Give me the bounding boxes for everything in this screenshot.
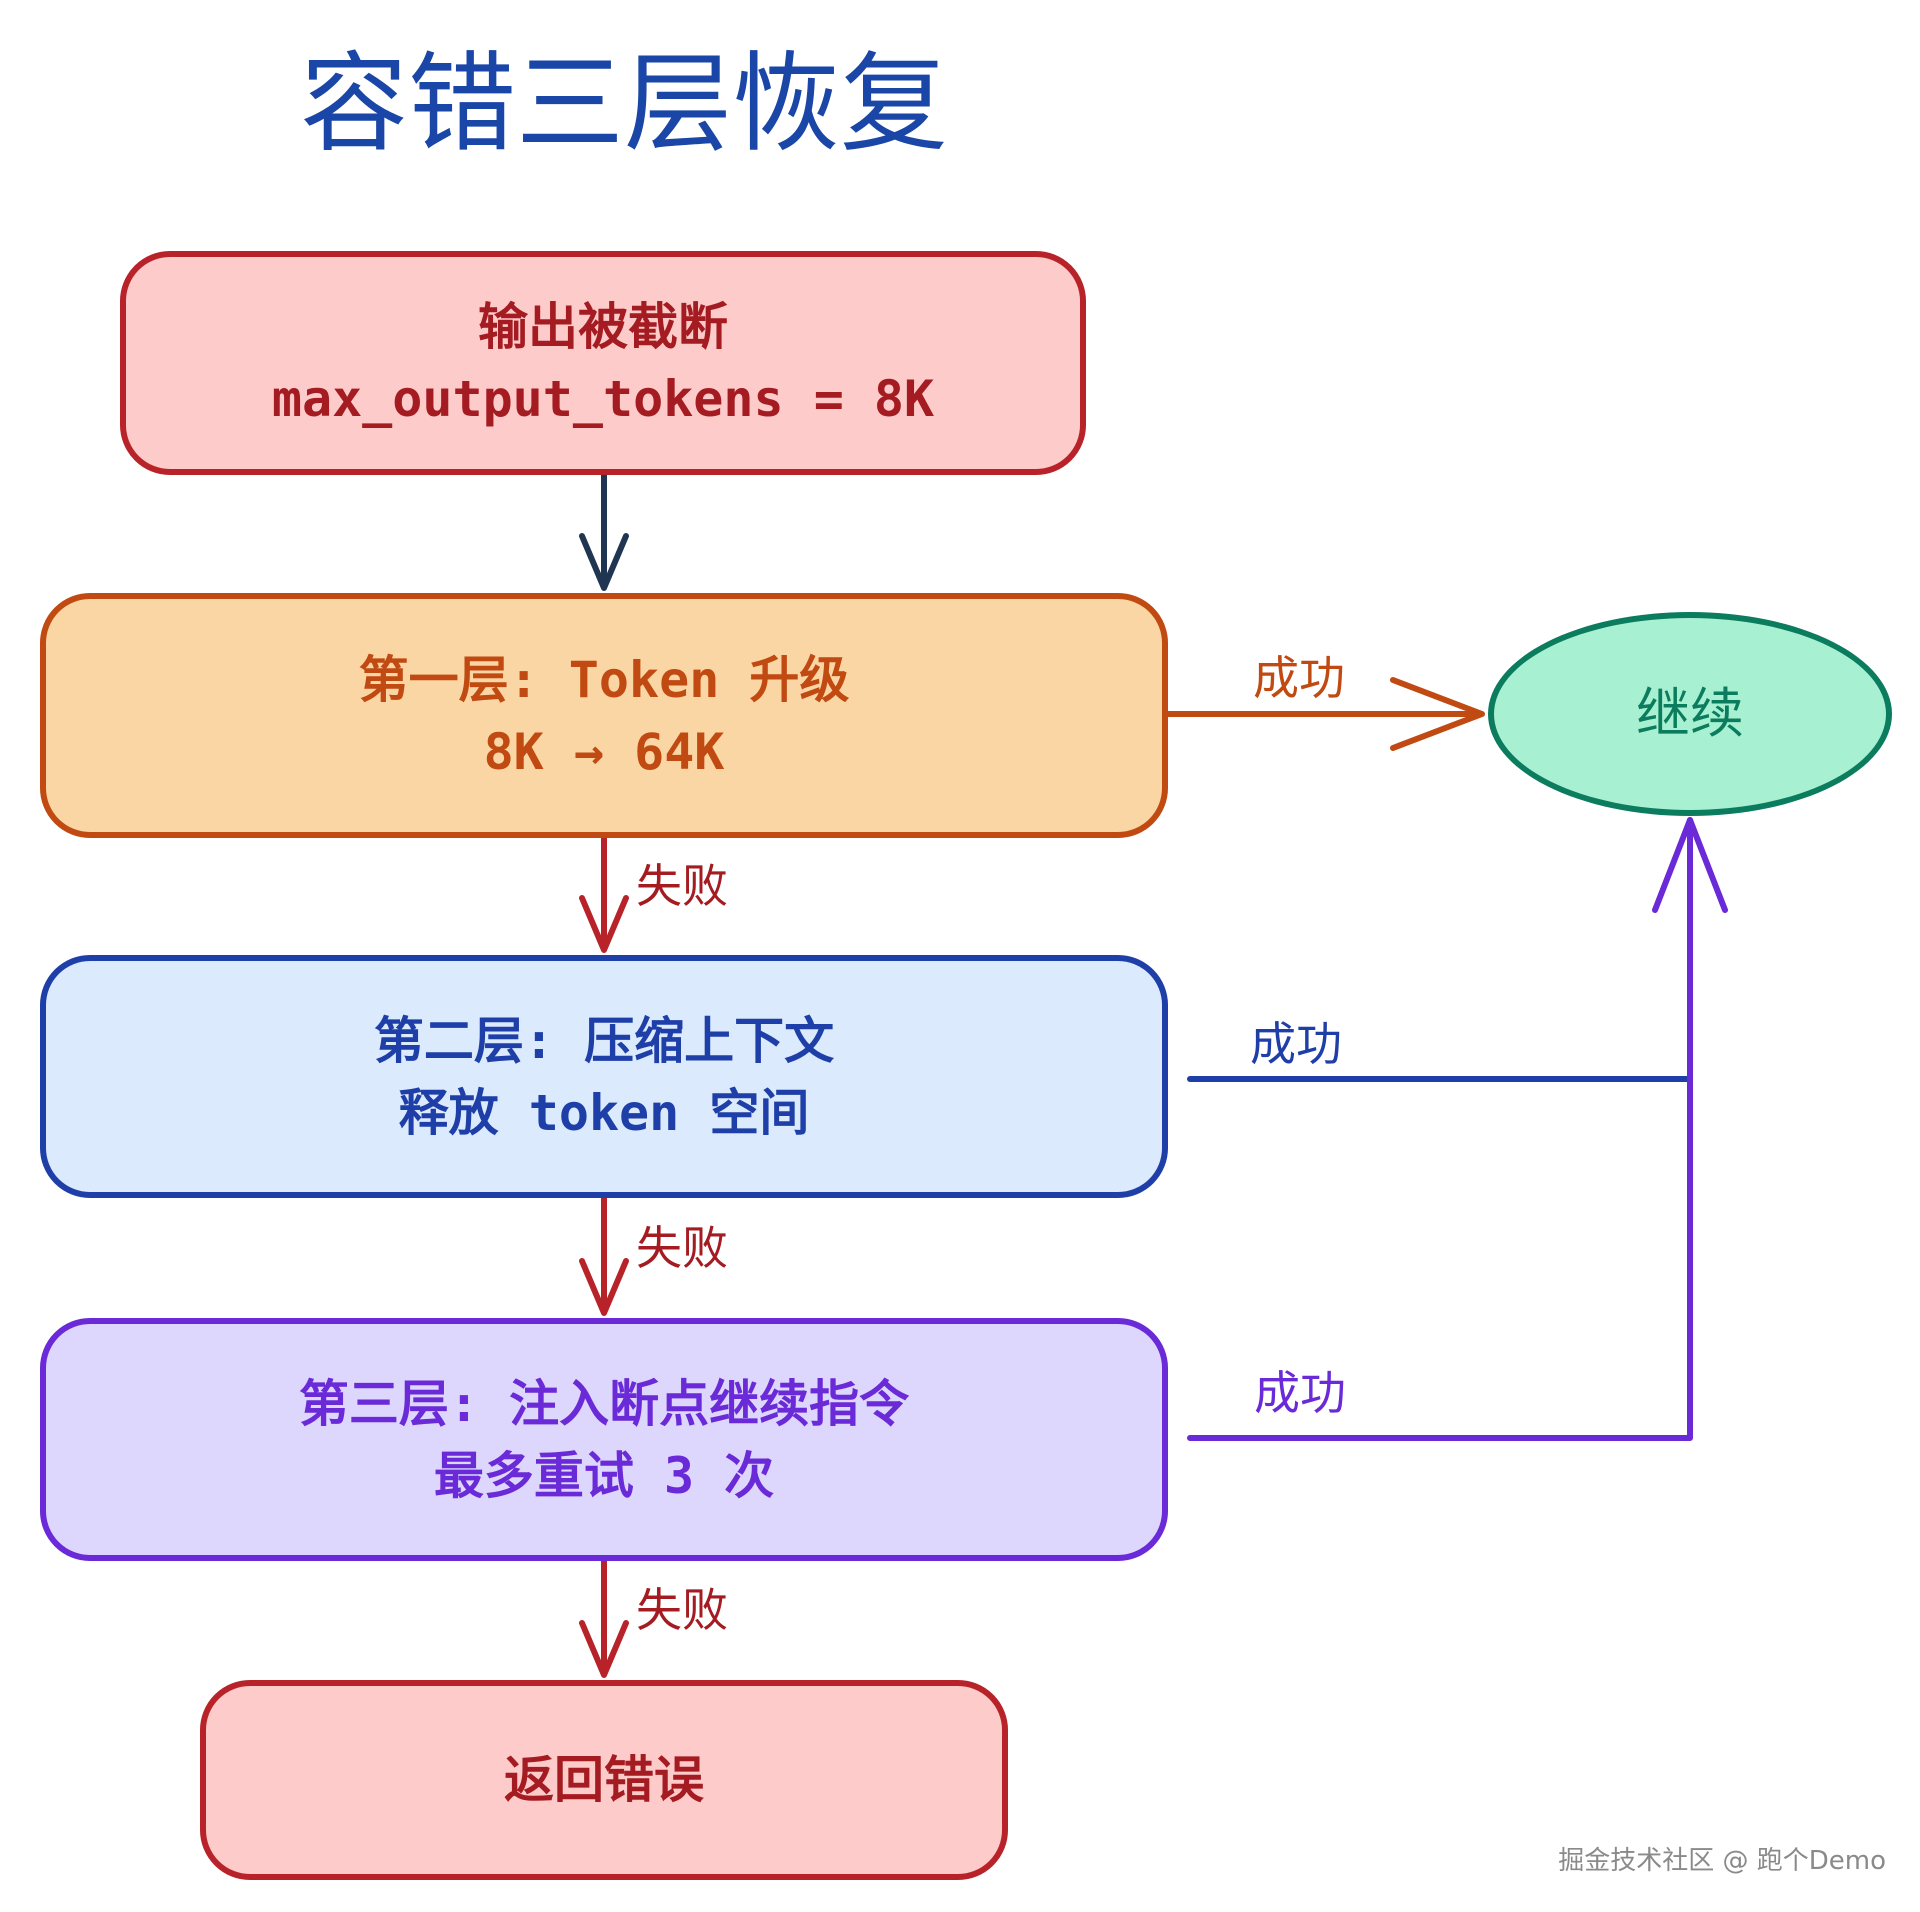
node-layer1-title: 第一层: Token 升级 bbox=[358, 650, 850, 709]
node-layer3-title: 第三层: 注入断点继续指令 bbox=[298, 1374, 910, 1433]
arrow-layer2-to-layer3 bbox=[579, 1195, 629, 1316]
node-output-truncated: 输出被截断 max_output_tokens = 8K bbox=[120, 251, 1086, 475]
node-return-error-label: 返回错误 bbox=[504, 1751, 704, 1809]
arrow-merge-to-continue bbox=[1652, 817, 1728, 1082]
edge-label-fail: 失败 bbox=[636, 1221, 728, 1275]
line-layer3-to-merge bbox=[1187, 817, 1693, 1441]
arrow-layer1-to-layer2 bbox=[579, 835, 629, 953]
node-continue: 继续 bbox=[1488, 612, 1892, 816]
edge-label-success: 成功 bbox=[1253, 651, 1345, 705]
arrow-truncated-to-layer1 bbox=[579, 472, 629, 591]
edge-label-fail: 失败 bbox=[636, 859, 728, 913]
watermark: 掘金技术社区 @ 跑个Demo bbox=[1558, 1846, 1886, 1876]
node-layer3-detail: 最多重试 3 次 bbox=[433, 1446, 775, 1505]
diagram-title: 容错三层恢复 bbox=[300, 42, 949, 167]
edge-label-success: 成功 bbox=[1254, 1366, 1346, 1420]
node-continue-label: 继续 bbox=[1636, 682, 1744, 745]
edge-label-success: 成功 bbox=[1250, 1017, 1342, 1071]
node-layer1-token-upgrade: 第一层: Token 升级 8K → 64K bbox=[40, 593, 1168, 838]
node-layer3-inject-continue: 第三层: 注入断点继续指令 最多重试 3 次 bbox=[40, 1318, 1168, 1561]
node-output-truncated-title: 输出被截断 bbox=[478, 298, 728, 356]
edge-label-fail: 失败 bbox=[636, 1583, 728, 1637]
node-return-error: 返回错误 bbox=[200, 1680, 1008, 1880]
node-layer2-compress-context: 第二层: 压缩上下文 释放 token 空间 bbox=[40, 955, 1168, 1198]
node-layer1-detail: 8K → 64K bbox=[483, 722, 725, 781]
node-output-truncated-detail: max_output_tokens = 8K bbox=[271, 370, 935, 428]
node-layer2-detail: 释放 token 空间 bbox=[398, 1083, 810, 1142]
node-layer2-title: 第二层: 压缩上下文 bbox=[373, 1011, 835, 1070]
arrow-layer3-to-error bbox=[579, 1558, 629, 1678]
arrow-layer1-to-continue bbox=[1165, 677, 1485, 751]
